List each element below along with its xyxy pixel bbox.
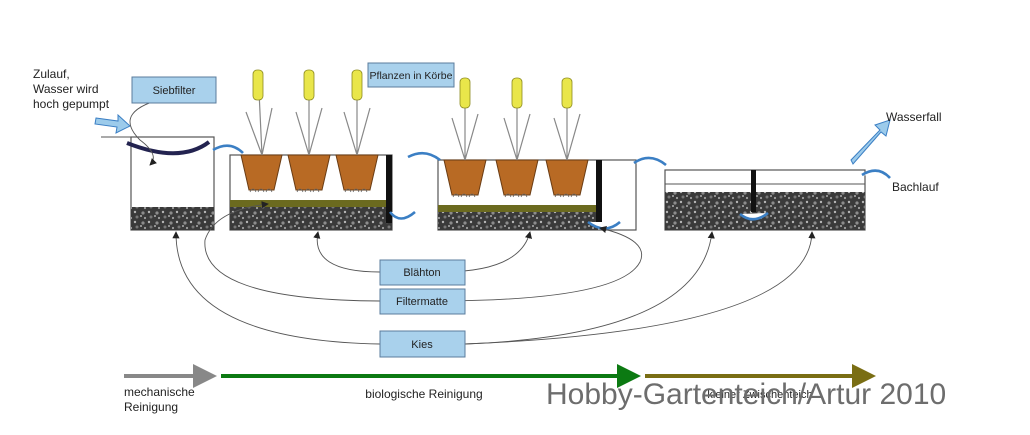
tank-sieve-gravel [131,207,214,230]
flow-arrow [861,169,891,179]
small-pond-stage-label: kleiner Zwischenteich [707,389,812,401]
filter-mat-text: Filtermatte [396,296,448,308]
inlet-arrow [94,113,131,134]
plant-pot [240,69,283,193]
small-pond-divider [751,170,756,212]
gravel-text: Kies [411,339,433,351]
expanded-clay-text: Blähton [403,267,440,279]
flow-arrow [739,211,769,221]
waterfall-arrow [850,119,891,165]
filter-mat-label: Filtermatte [379,288,466,315]
plant-pots-tank-1 [240,69,379,193]
plant-pot [335,69,379,193]
sieve-leader [129,96,171,166]
plant-pot [495,77,539,198]
gravel-label: Kies [379,330,466,358]
flow-arrow [388,210,416,220]
inlet-label-line1: Zulauf, [33,67,70,81]
plant-pot [545,77,589,198]
mechanical-stage-label-line1: mechanische [124,385,195,399]
sieve-filter-text: Siebfilter [153,85,196,97]
plants-text: Pflanzen in Körbe [370,70,453,82]
plant-pot [443,77,487,198]
flow-arrow [407,151,441,162]
leader-lines [172,201,816,345]
flow-arrow [633,156,667,167]
tank-plants-1-gravel [230,207,392,230]
tank-plants-2-divider [596,160,602,222]
stream-label: Bachlauf [892,180,939,194]
sieve-screen [126,140,211,156]
flow-arrow [212,144,244,154]
sieve-filter-label: Siebfilter [131,76,217,104]
tank-plants-2-filtermat [438,205,598,212]
expanded-clay-label: Blähton [379,259,466,286]
inlet-label-line3: hoch gepumpt [33,97,110,111]
plant-pots-tank-2 [443,77,589,198]
mechanical-stage-label-line2: Reinigung [124,400,178,414]
inlet-label-line2: Wasser wird [33,82,99,96]
tank-plants-2-gravel [438,212,598,230]
waterfall-label: Wasserfall [886,110,942,124]
plant-pot [287,69,331,193]
tank-small-pond-gravel [665,192,865,230]
watermark-text: Hobby-Gartenteich/Artur 2010 [546,378,946,411]
water-flow-arrows [212,144,891,230]
tank-plants-1-divider [386,155,392,223]
tank-plants-1-filtermat [230,200,392,207]
plants-label: Pflanzen in Körbe [367,62,455,88]
biological-stage-label: biologische Reinigung [365,387,482,401]
